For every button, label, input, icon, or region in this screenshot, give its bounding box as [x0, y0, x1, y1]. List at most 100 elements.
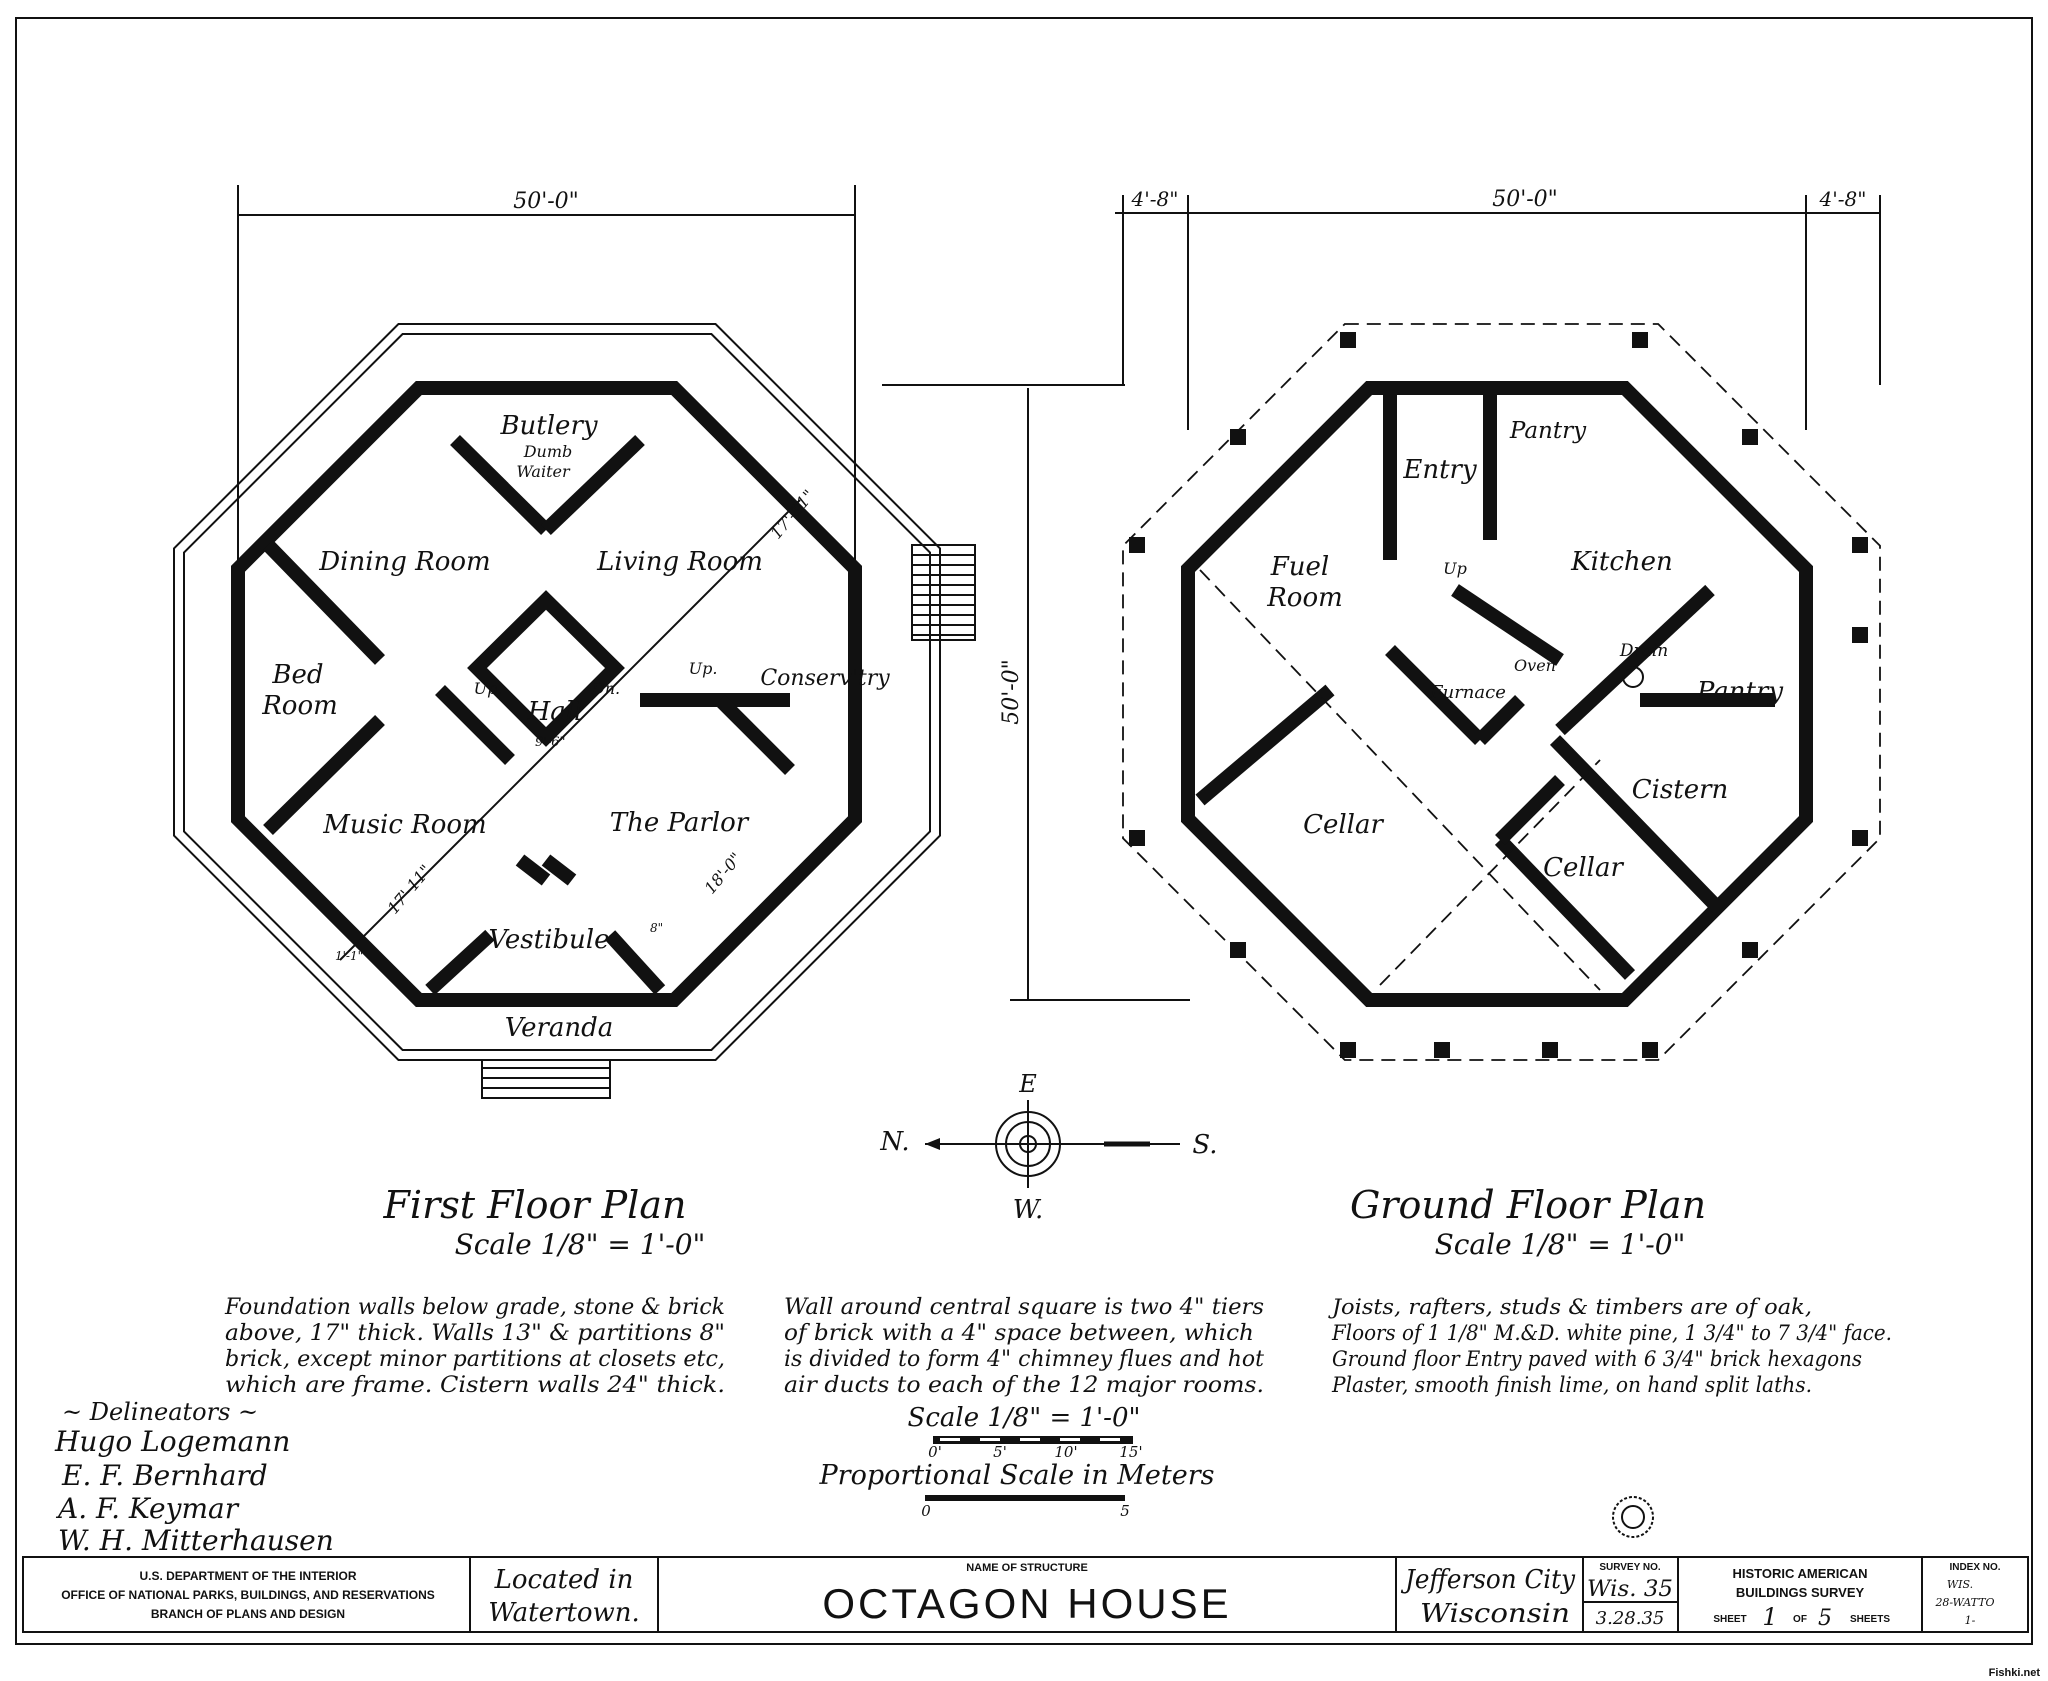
room-dumb-waiter-2: Waiter [516, 462, 571, 481]
room-dining: Dining Room [318, 547, 490, 577]
ground-right-dim: 4'-8" [1819, 187, 1867, 211]
stair-wall [1451, 584, 1564, 666]
entrance-stair [911, 544, 976, 641]
agency-line: OFFICE OF NATIONAL PARKS, BUILDINGS, AND… [61, 1588, 435, 1602]
furnace-label: Furnace [1429, 682, 1506, 703]
ground-floor-scale: Scale 1/8" = 1'-0" [1435, 1228, 1686, 1261]
city: Jefferson City [1400, 1565, 1575, 1595]
scale-tick: 10' [1054, 1443, 1077, 1461]
vestibule-wall [604, 930, 666, 995]
index-value: 1- [1965, 1614, 1976, 1627]
partition-wall [715, 695, 795, 775]
room-parlor: The Parlor [610, 808, 750, 838]
room-vestibule: Vestibule [489, 925, 610, 955]
habs-line: BUILDINGS SURVEY [1736, 1585, 1865, 1600]
porch-outline [1122, 323, 1881, 1061]
sheet-number: 1 [1762, 1603, 1777, 1631]
brick-pier [1230, 942, 1246, 958]
room-cellar-1: Cellar [1303, 810, 1384, 840]
notes-right: Joists, rafters, studs & timbers are of … [1328, 1295, 1892, 1397]
structure-name-label: NAME OF STRUCTURE [966, 1562, 1088, 1574]
note-line: Ground floor Entry paved with 6 3/4" bri… [1332, 1347, 1862, 1371]
notes-left: Foundation walls below grade, stone & br… [224, 1295, 725, 1398]
dim-diagonal-2: 17'-11" [384, 861, 436, 918]
ground-floor-room-labels: Entry Pantry Fuel Room Up Kitchen Drain … [1266, 418, 1783, 883]
agency-line: BRANCH OF PLANS AND DESIGN [151, 1607, 345, 1621]
dim-wall: 1'-1" [335, 949, 363, 963]
room-veranda: Veranda [505, 1013, 614, 1043]
room-music: Music Room [322, 810, 486, 840]
note-line: Foundation walls below grade, stone & br… [224, 1295, 725, 1320]
note-line: which are frame. Cistern walls 24" thick… [225, 1373, 725, 1398]
notes-middle: Wall around central square is two 4" tie… [784, 1295, 1264, 1398]
stair-up-2: Up. [689, 659, 718, 678]
index-label: INDEX NO. [1949, 1562, 2000, 1573]
metric-scale-title: Proportional Scale in Meters [819, 1460, 1215, 1491]
first-floor-width-dim: 50'-0" [513, 189, 579, 214]
drain-icon [1622, 666, 1644, 688]
watermark: Fishki.net [1989, 1667, 2041, 1679]
room-living: Living Room [596, 547, 763, 577]
note-line: brick, except minor partitions at closet… [225, 1347, 725, 1372]
note-line: air ducts to each of the 12 major rooms. [784, 1373, 1264, 1398]
compass-rose: N. S. E W. [879, 1070, 1217, 1225]
partition-wall [262, 540, 386, 665]
vestibule-wall [425, 929, 495, 996]
ground-height-dim: 50'-0" [999, 659, 1024, 725]
partition-wall [1195, 684, 1335, 806]
note-line: Wall around central square is two 4" tie… [784, 1295, 1264, 1320]
north-arrow-icon [925, 1138, 940, 1150]
brick-pier [1852, 627, 1868, 643]
brick-pier [1129, 537, 1145, 553]
ground-left-dim: 4'-8" [1131, 187, 1179, 211]
room-kitchen: Kitchen [1570, 547, 1673, 577]
room-dumb-waiter: Dumb [523, 442, 573, 461]
brick-pier [1340, 332, 1356, 348]
room-bed-2: Room [261, 691, 338, 721]
ground-floor-title: Ground Floor Plan [1350, 1183, 1706, 1227]
survey-number: Wis. 35 [1587, 1577, 1673, 1602]
stair-up: Up. [474, 679, 503, 698]
drain-label: Drain [1619, 641, 1668, 661]
note-line: Joists, rafters, studs & timbers are of … [1328, 1295, 1812, 1319]
scale-tick: 0' [928, 1443, 942, 1461]
structure-name: OCTAGON HOUSE [822, 1580, 1231, 1627]
habs-line: HISTORIC AMERICAN [1732, 1566, 1867, 1581]
room-conservatory: Conserv'try [760, 666, 890, 691]
note-line: is divided to form 4" chimney flues and … [784, 1347, 1264, 1372]
exterior-wall [1181, 381, 1813, 1007]
library-stamp [1612, 1496, 1654, 1538]
room-bed: Bed [271, 660, 323, 690]
title-block: U.S. DEPARTMENT OF THE INTERIOR OFFICE O… [22, 1556, 2029, 1633]
partition-wall [435, 685, 515, 765]
of-label: OF [1793, 1614, 1807, 1625]
first-floor-plan [173, 323, 976, 1099]
stair-up-ground: Up [1443, 559, 1467, 578]
sheet-label: SHEET [1713, 1614, 1746, 1625]
dim-partition: 8" [650, 921, 663, 935]
ground-width-dim: 50'-0" [1492, 187, 1558, 212]
delineators: ~ Delineators ~ Hugo Logemann E. F. Bern… [54, 1398, 334, 1557]
room-cistern: Cistern [1632, 775, 1729, 805]
compass-e: E [1018, 1070, 1037, 1098]
brick-pier [1434, 1042, 1450, 1058]
partition-wall [1475, 695, 1525, 745]
delineators-heading: ~ Delineators ~ [62, 1398, 258, 1426]
brick-pier [1742, 429, 1758, 445]
brick-pier [1632, 332, 1648, 348]
veranda-steps [481, 1059, 611, 1099]
metric-tick: 0 [921, 1502, 931, 1520]
delineator-name: Hugo Logemann [54, 1425, 290, 1458]
ground-floor-plan [1122, 323, 1881, 1061]
room-fuel-2: Room [1266, 583, 1343, 613]
room-fuel: Fuel [1270, 552, 1330, 582]
metric-tick: 5 [1120, 1502, 1130, 1520]
brick-pier [1852, 537, 1868, 553]
first-floor-scale: Scale 1/8" = 1'-0" [455, 1228, 706, 1261]
sheet-border [15, 17, 2033, 1645]
partition-wall [1494, 835, 1636, 980]
note-line: of brick with a 4" space between, which [784, 1321, 1254, 1346]
note-line: Plaster, smooth finish lime, on hand spl… [1331, 1373, 1812, 1397]
cellar-divider [1199, 569, 1601, 991]
